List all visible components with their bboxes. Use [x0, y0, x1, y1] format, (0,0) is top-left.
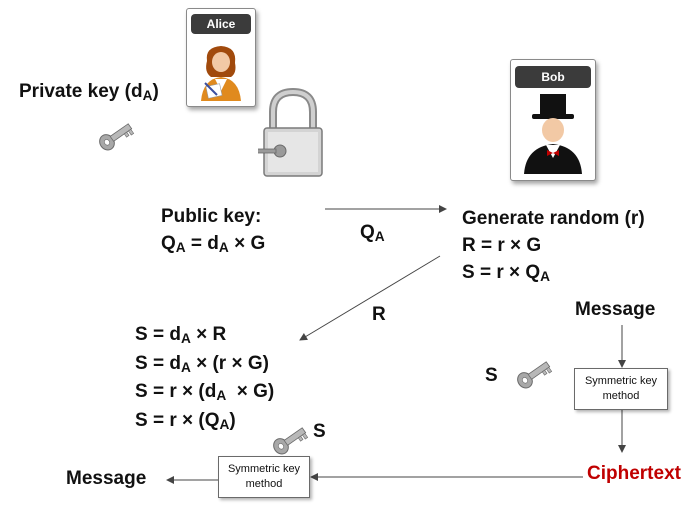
bob-step-2: R = r × G — [462, 235, 542, 256]
bob-steps: Generate random (r) R = r × G S = r × QA — [462, 205, 645, 286]
public-key-heading: Public key: — [161, 206, 262, 227]
user-woman-icon — [201, 46, 241, 101]
alice-step-4: S = r × (QA) — [135, 409, 236, 432]
alice-card: Alice — [186, 8, 256, 107]
ciphertext-label: Ciphertext — [587, 463, 681, 484]
bob-name: Bob — [515, 66, 591, 88]
bob-s-label: S — [485, 365, 498, 386]
alice-steps: S = dA × R S = dA × (r × G) S = r × (dA … — [135, 321, 274, 435]
public-key-block: Public key: QA = dA × G — [161, 203, 265, 257]
alice-name: Alice — [191, 14, 251, 34]
bob-message-label: Message — [575, 299, 656, 320]
bob-step-1: Generate random (r) — [462, 208, 645, 229]
alice-symmetric-key-box: Symmetric key method — [218, 456, 310, 498]
key-icon — [99, 123, 135, 151]
alice-step-2: S = dA × (r × G) — [135, 352, 269, 375]
public-key-equation: QA = dA × G — [161, 233, 266, 255]
alice-step-3: S = r × (dA × G) — [135, 381, 275, 403]
qa-arrow-label: QA — [360, 222, 385, 244]
alice-message-label: Message — [66, 468, 147, 489]
key-icon — [273, 427, 309, 455]
arrow-r — [299, 255, 441, 341]
key-icon — [517, 361, 553, 389]
user-top-hat-icon — [524, 94, 582, 174]
padlock-icon — [258, 88, 323, 177]
alice-s-label: S — [313, 421, 326, 442]
private-key-label: Private key (dA) — [19, 81, 159, 103]
bob-card: Bob — [510, 59, 596, 181]
bob-symmetric-key-box: Symmetric key method — [574, 368, 668, 410]
bob-step-3: S = r × QA — [462, 262, 551, 284]
alice-step-1: S = dA × R — [135, 324, 227, 346]
r-arrow-label: R — [372, 304, 386, 325]
